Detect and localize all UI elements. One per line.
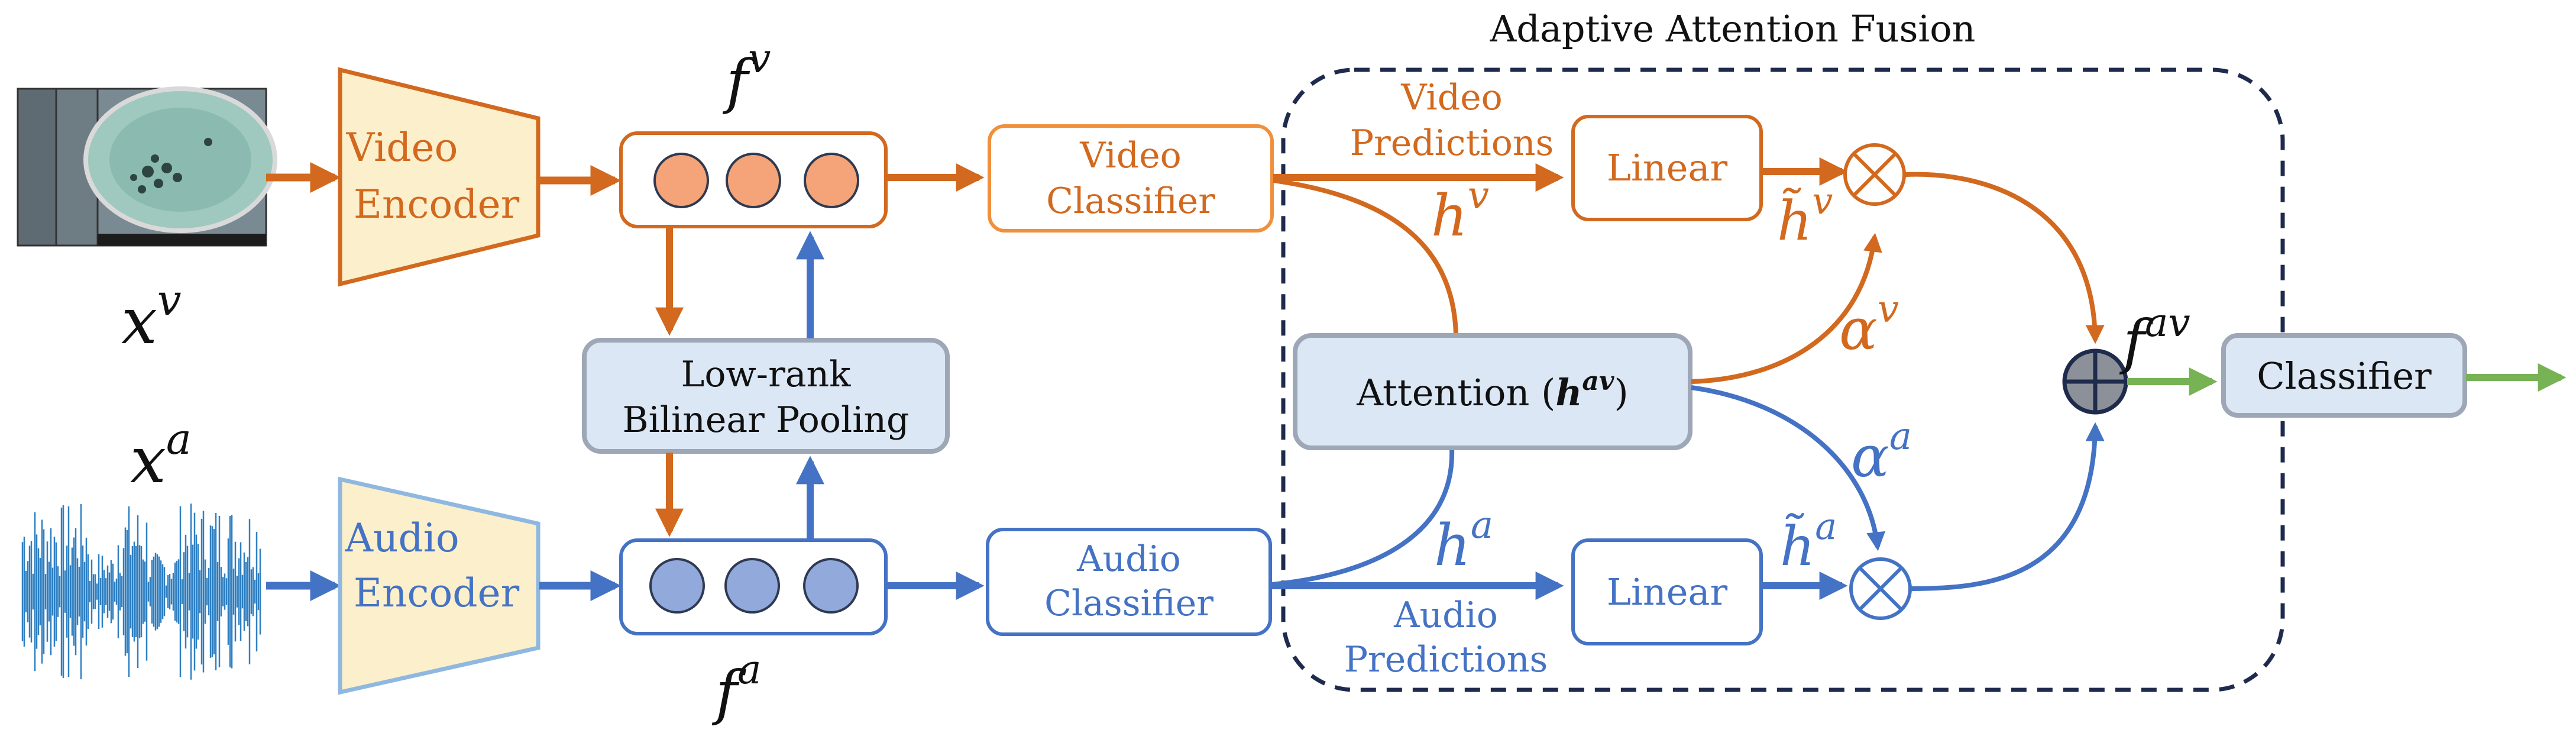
- bilinear-pooling-box: Low-rank Bilinear Pooling: [582, 338, 950, 454]
- video-to-sum-curve: [1905, 172, 2105, 344]
- video-input-label: xv: [121, 275, 182, 359]
- svg-text:Classifier: Classifier: [2257, 354, 2432, 398]
- svg-text:αv: αv: [1839, 288, 1899, 363]
- svg-text:xa: xa: [130, 414, 192, 498]
- video-feature-box: [619, 131, 888, 228]
- svg-text:Classifier: Classifier: [1046, 180, 1215, 222]
- attention-box: Attention (hav): [1293, 333, 1692, 450]
- svg-text:Encoder: Encoder: [354, 570, 520, 616]
- sum-icon: [2062, 348, 2128, 415]
- video-frames-image: [17, 86, 277, 247]
- audio-feature-node: [803, 558, 859, 614]
- video-feature-node: [726, 153, 781, 208]
- svg-text:Video: Video: [1079, 135, 1182, 176]
- audio-input-label: xa: [130, 414, 192, 498]
- final-classifier-box: Classifier: [2221, 333, 2467, 418]
- audio-predictions-label-2: Predictions: [1344, 639, 1548, 680]
- svg-text:Attention (hav): Attention (hav): [1356, 366, 1628, 414]
- svg-text:Audio: Audio: [1076, 538, 1181, 580]
- video-feature-node: [804, 153, 859, 208]
- video-alpha-label: αv: [1839, 288, 1899, 363]
- svg-text:Bilinear Pooling: Bilinear Pooling: [623, 399, 910, 441]
- audio-predictions-label-1: Audio: [1393, 595, 1498, 636]
- audio-linear-box: Linear: [1571, 538, 1763, 645]
- video-linear-box: Linear: [1571, 115, 1763, 221]
- svg-text:xv: xv: [121, 275, 182, 359]
- svg-text:Video: Video: [346, 125, 458, 170]
- audio-waveform-image: [21, 503, 261, 680]
- video-alpha-curve: [1691, 233, 1882, 384]
- svg-text:Linear: Linear: [1607, 146, 1728, 189]
- video-encoder: Video Encoder: [338, 67, 541, 287]
- audio-tilde-label: h̃a: [1780, 505, 1837, 578]
- video-multiply-icon: [1843, 143, 1906, 206]
- video-hidden-curve: [1273, 178, 1458, 338]
- video-feature-node: [653, 153, 709, 208]
- svg-text:fa: fa: [711, 647, 762, 727]
- svg-text:Classifier: Classifier: [1044, 583, 1213, 624]
- audio-feature-label: fa: [711, 647, 762, 727]
- video-predictions-label-2: Predictions: [1350, 122, 1554, 164]
- audio-hidden-label: ha: [1434, 503, 1493, 579]
- svg-text:fv: fv: [722, 35, 771, 116]
- svg-text:fav: fav: [2119, 300, 2190, 376]
- audio-to-sum-curve: [1911, 422, 2105, 591]
- video-classifier-box: Video Classifier: [988, 124, 1274, 233]
- audio-encoder: Audio Encoder: [338, 476, 541, 695]
- video-hidden-label: hv: [1431, 174, 1489, 249]
- video-feature-label: fv: [722, 35, 771, 116]
- audio-classifier-box: Audio Classifier: [986, 528, 1272, 636]
- audio-multiply-icon: [1849, 557, 1912, 620]
- video-predictions-label-1: Video: [1400, 77, 1503, 118]
- svg-text:h̃v: h̃v: [1777, 179, 1833, 253]
- svg-text:h̃a: h̃a: [1780, 505, 1837, 578]
- fusion-title: Adaptive Attention Fusion: [1490, 7, 1976, 50]
- svg-text:ha: ha: [1434, 503, 1493, 579]
- svg-text:Linear: Linear: [1607, 570, 1728, 614]
- svg-text:αa: αa: [1851, 415, 1912, 490]
- audio-hidden-curve: [1271, 448, 1455, 587]
- audio-alpha-label: αa: [1851, 415, 1912, 490]
- audio-feature-box: [619, 538, 888, 635]
- audio-alpha-curve: [1691, 385, 1886, 551]
- svg-text:Encoder: Encoder: [354, 182, 520, 227]
- svg-text:hv: hv: [1431, 174, 1489, 249]
- svg-text:Low-rank: Low-rank: [681, 354, 851, 395]
- audio-feature-node: [724, 558, 780, 614]
- video-tilde-label: h̃v: [1777, 179, 1833, 253]
- fused-feature-label: fav: [2119, 300, 2190, 376]
- svg-text:Audio: Audio: [344, 515, 459, 561]
- audio-feature-node: [649, 558, 705, 614]
